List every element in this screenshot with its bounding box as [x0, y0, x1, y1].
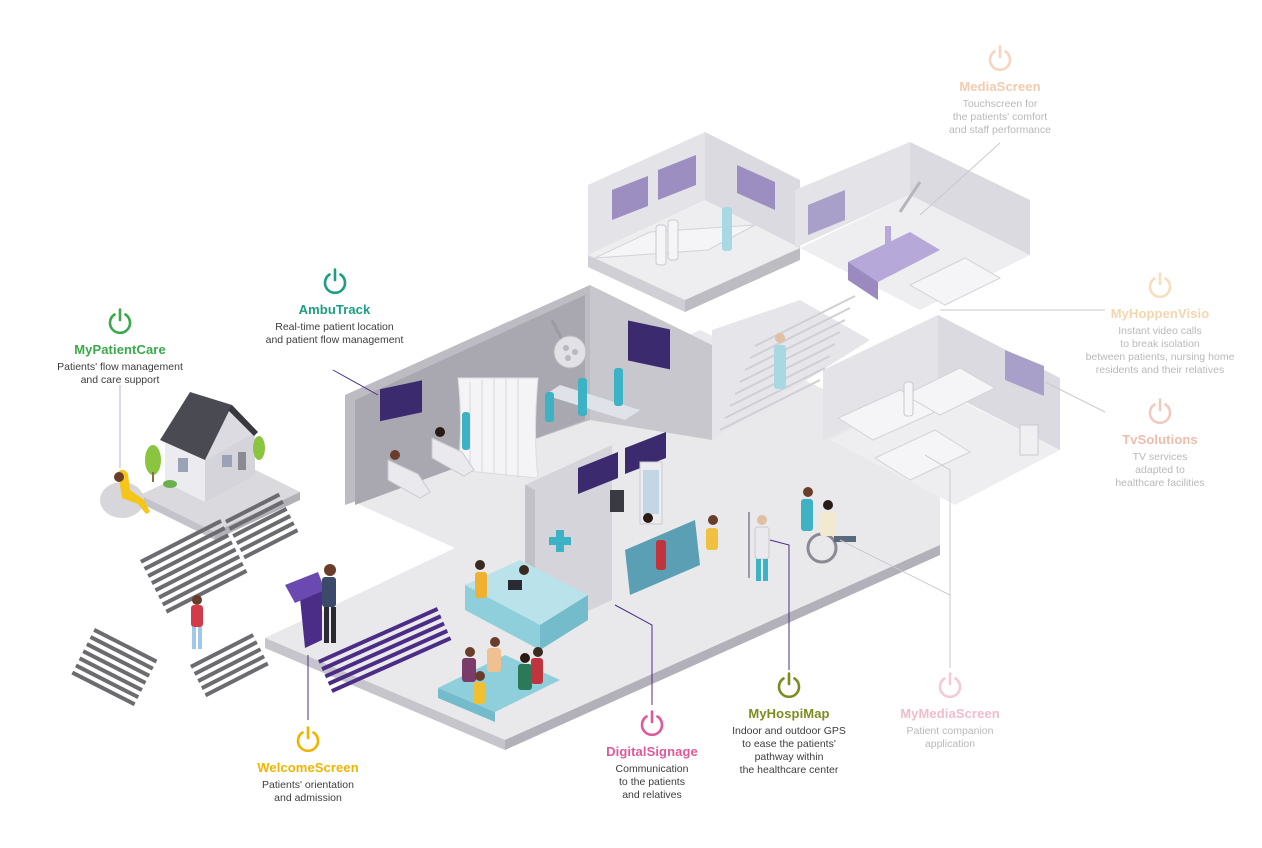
signage-screen [625, 432, 666, 474]
callout-ambutrack: AmbuTrack Real-time patient location and… [252, 266, 417, 347]
callout-title: MyMediaScreen [900, 706, 1000, 721]
ward-wall-back [938, 315, 1060, 450]
callout-title: MyHoppenVisio [1110, 306, 1210, 321]
callout-mymediascreen: MyMediaScreen Patient companion applicat… [878, 670, 1022, 751]
waiting-area [438, 637, 560, 722]
connector-myhospimap [769, 539, 790, 670]
connector-lines [119, 142, 1106, 720]
hospital-ground-floor [265, 285, 940, 750]
ward-beds [836, 367, 1039, 481]
callout-mediascreen: MediaScreen Touchscreen for the patients… [935, 43, 1065, 137]
power-icon [777, 672, 801, 699]
callout-title: MediaScreen [959, 79, 1041, 94]
callout-description: Indoor and outdoor GPS to ease the patie… [732, 725, 846, 776]
office-staff [655, 207, 732, 266]
power-icon [323, 268, 346, 295]
callout-myhospimap: MyHospiMap Indoor and outdoor GPS to eas… [714, 670, 864, 777]
person-walking [191, 595, 203, 649]
connector-digitalsignage [614, 604, 653, 705]
callout-description: Communication to the patients and relati… [615, 763, 689, 801]
callout-title: AmbuTrack [298, 302, 371, 317]
person-head [114, 472, 124, 482]
house-window [222, 455, 232, 467]
callout-description: Instant video calls to break isolation b… [1085, 325, 1235, 376]
cafeteria [610, 461, 718, 595]
office-slab-front [588, 255, 685, 312]
house-roof [160, 392, 232, 460]
outdoor-crosswalk [71, 492, 299, 707]
patient-bed-white [908, 257, 1002, 306]
tree-trunk [152, 472, 154, 482]
power-icon [988, 45, 1012, 72]
power-icon [108, 308, 132, 335]
house-window [178, 458, 188, 472]
house-ground-edge [140, 495, 215, 540]
reception-desk [465, 560, 588, 650]
wall-screen [628, 320, 670, 370]
patient-room-tv [808, 190, 845, 235]
wall-screen [380, 380, 422, 422]
power-icon [640, 710, 664, 737]
connector-ambutrack [332, 369, 379, 396]
callout-description: TV services adapted to healthcare facili… [1115, 451, 1205, 489]
medical-cross-icon [549, 530, 571, 552]
welcome-kiosk [285, 564, 336, 648]
surgery-table [545, 385, 640, 420]
callout-description: Real-time patient location and patient f… [265, 321, 404, 346]
callout-title: TvSolutions [1122, 432, 1198, 447]
callout-digitalsignage: DigitalSignage Communication to the pati… [582, 708, 722, 802]
signage-screen [578, 452, 618, 494]
callout-description: Patients' flow management and care suppo… [57, 361, 183, 386]
medical-staff [462, 368, 623, 450]
callout-title: WelcomeScreen [257, 760, 359, 775]
floor-edge-right [505, 545, 940, 750]
callout-title: DigitalSignage [606, 744, 698, 759]
callout-title: MyHospiMap [748, 706, 830, 721]
power-icon [938, 672, 962, 699]
staircase [712, 295, 870, 440]
wheelchair-group [801, 487, 856, 564]
callout-title: MyPatientCare [74, 342, 166, 357]
callout-description: Patients' orientation and admission [262, 779, 354, 804]
callout-mypatientcare: MyPatientCare Patients' flow management … [40, 306, 200, 387]
ward-tv [1005, 350, 1044, 396]
connector-tvsolutions [1044, 381, 1106, 413]
ward-wall-left [823, 315, 938, 440]
mediascreen-display [612, 176, 648, 220]
callout-myhoppenvisio: MyHoppenVisio Instant video calls to bre… [1070, 270, 1250, 377]
person-reading [118, 469, 150, 514]
power-icon [1148, 272, 1172, 299]
power-icon [1148, 398, 1172, 425]
callout-description: Patient companion application [906, 725, 994, 750]
callout-description: Touchscreen for the patients' comfort an… [949, 98, 1051, 136]
bush-icon [163, 480, 177, 488]
tree-icon [145, 445, 161, 475]
tree-icon [253, 436, 265, 460]
surgery-lamp [550, 319, 587, 369]
callout-tvsolutions: TvSolutions TV services adapted to healt… [1090, 396, 1230, 490]
mediascreen-display [658, 155, 696, 200]
house-door [238, 452, 246, 470]
callout-welcomescreen: WelcomeScreen Patients' orientation and … [232, 724, 384, 805]
house-roof-side [228, 405, 258, 436]
office-slab-side [685, 248, 800, 312]
patient-bed-purple [848, 226, 940, 300]
beanbag [100, 482, 144, 518]
power-icon [296, 726, 320, 753]
patient-with-iv [748, 512, 770, 581]
connector-mymediascreen-ward [924, 454, 951, 595]
entrance-stripes [318, 607, 452, 693]
treatment-chairs [387, 427, 475, 499]
patient-room-wall-back [910, 142, 1030, 255]
mediascreen-display [737, 165, 775, 210]
connector-mediascreen [919, 142, 1001, 216]
bed-lamp-arm [898, 181, 922, 213]
hospital-upper-floors [588, 132, 1060, 505]
